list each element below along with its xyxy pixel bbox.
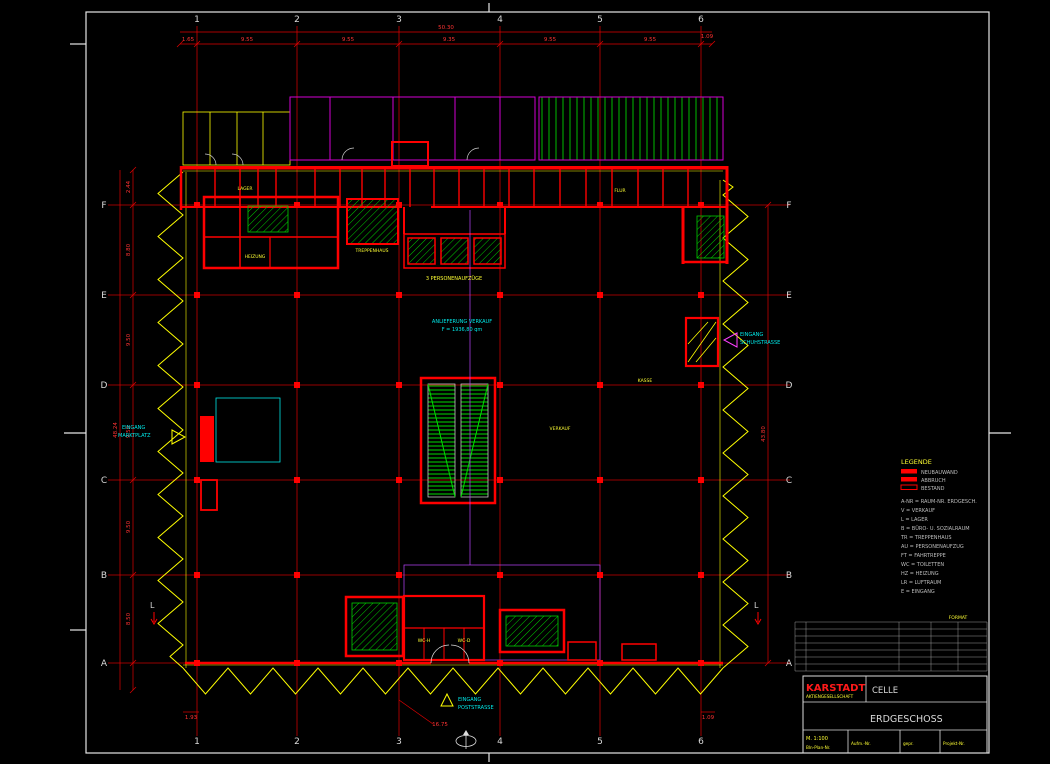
dimension-label: 1.65 xyxy=(182,37,195,43)
grid-row-label: C xyxy=(101,476,107,486)
title-field: Projekt-Nr. xyxy=(943,741,965,746)
legend-swatch xyxy=(901,469,917,474)
title-field: Aufm.-Nr. xyxy=(851,741,871,746)
elevator-label: 3 PERSONENAUFZÜGE xyxy=(426,275,482,282)
grid-row-label: D xyxy=(786,381,793,391)
grid-row-label: F xyxy=(786,201,791,211)
legend-line: V = VERKAUF xyxy=(901,508,935,514)
grid-column-label: 4 xyxy=(497,737,503,747)
dimension-total-top: 50.30 xyxy=(438,25,454,31)
legend-line: AU = PERSONENAUFZUG xyxy=(901,544,964,550)
room-label: WC-H xyxy=(418,638,431,644)
legend-swatch-label: ABBRUCH xyxy=(921,478,946,484)
entrance-wall-block xyxy=(200,416,214,462)
legend-swatch-label: NEUBAUWAND xyxy=(921,470,958,476)
grid-row-label: A xyxy=(786,659,793,669)
dimension-label: 1.09 xyxy=(701,34,714,40)
grid-row-label: D xyxy=(101,381,108,391)
grid-column-label: 2 xyxy=(294,15,300,25)
elevator-shaft xyxy=(441,238,468,264)
stair-hatch xyxy=(248,206,288,232)
legend-line: A-NR = RAUM-NR. ERDGESCH. xyxy=(901,499,977,505)
grid-row-label: C xyxy=(786,476,792,486)
legend-title: LEGENDE xyxy=(901,458,932,466)
legend-line: E = EINGANG xyxy=(901,589,935,595)
grid-column-label: 4 xyxy=(497,15,503,25)
revision-table-header: FORMAT xyxy=(949,615,968,621)
delivery-label: ANLIEFERUNG VERKAUF xyxy=(432,319,492,325)
grid-column-label: 3 xyxy=(396,737,402,747)
stair-hatch xyxy=(506,616,558,646)
legend-swatch xyxy=(901,477,917,482)
dimension-label: 16.75 xyxy=(432,722,448,728)
dimension-label: 8.80 xyxy=(126,243,132,256)
company-subtitle: AKTIENGESELLSCHAFT xyxy=(806,694,854,699)
legend-line: HZ = HEIZUNG xyxy=(901,571,939,577)
elevator-shaft xyxy=(408,238,435,264)
grid-row-label: B xyxy=(786,571,792,581)
dimension-label: 2.44 xyxy=(126,180,132,193)
dimension-label: 9.55 xyxy=(644,37,657,43)
dimension-label: 9.50 xyxy=(126,520,132,533)
title-field: gepr. xyxy=(903,741,914,746)
dimension-label: 1.93 xyxy=(185,715,198,721)
room-label: KASSE xyxy=(638,378,653,384)
grid-column-label: 3 xyxy=(396,15,402,25)
stair-hatch xyxy=(697,216,724,258)
grid-column-label: 2 xyxy=(294,737,300,747)
dimension-label: 1.09 xyxy=(702,715,715,721)
room-label: TREPPENHAUS xyxy=(355,248,389,254)
room-label: WC-D xyxy=(458,638,471,644)
grid-column-label: 1 xyxy=(194,15,200,25)
legend-line: LR = LUFTRAUM xyxy=(901,580,941,586)
grid-column-label: 6 xyxy=(698,15,704,25)
grid-row-label: B xyxy=(101,571,107,581)
elevator-shaft xyxy=(474,238,501,264)
legend-line: FT = FAHRTREPPE xyxy=(901,553,946,559)
drawing-scale: M. 1:100 xyxy=(806,736,828,742)
grid-column-label: 5 xyxy=(597,737,603,747)
section-marker-label: L xyxy=(150,601,155,610)
room-label: FLUR xyxy=(614,188,625,194)
room-label: LAGER xyxy=(237,186,252,192)
entrance-left-label: EINGANG xyxy=(122,425,145,431)
drawing-title: ERDGESCHOSS xyxy=(870,714,943,725)
area-label: F = 1936,80 qm xyxy=(442,327,483,333)
dimension-total-right: 43.80 xyxy=(761,426,767,442)
dimension-label: 9.55 xyxy=(544,37,557,43)
dimension-label: 9.55 xyxy=(342,37,355,43)
section-marker-label: L xyxy=(754,601,759,610)
stair-hatch xyxy=(347,199,398,244)
legend-line: B = BÜRO- U. SOZIALRAUM xyxy=(901,525,970,532)
room-label: VERKAUF xyxy=(550,426,571,432)
grid-row-label: E xyxy=(786,291,792,301)
dimension-label: 9.55 xyxy=(241,37,254,43)
entrance-right-label: EINGANG xyxy=(740,332,763,338)
entrance-bottom-label: POSTSTRASSE xyxy=(458,705,494,711)
stair-hatch xyxy=(352,603,397,650)
legend-line: L = LAGER xyxy=(901,517,928,523)
grid-column-label: 1 xyxy=(194,737,200,747)
title-field: Bln-Plan-Nr. xyxy=(806,745,830,750)
entrance-right-label: SCHUHSTRASSE xyxy=(740,340,780,346)
project-city: CELLE xyxy=(872,686,898,696)
grid-column-label: 6 xyxy=(698,737,704,747)
grid-row-label: E xyxy=(101,291,107,301)
company-logo-text: KARSTADT xyxy=(806,683,865,694)
dimension-label: 8.50 xyxy=(126,612,132,625)
legend-line: WC = TOILETTEN xyxy=(901,562,944,568)
entrance-left-label: MARKTPLATZ xyxy=(118,433,151,439)
dimension-label: 9.50 xyxy=(126,333,132,346)
legend-swatch-label: BESTAND xyxy=(921,486,945,492)
dimension-label: 9.35 xyxy=(443,37,456,43)
legend-line: TR = TREPPENHAUS xyxy=(900,535,952,541)
grid-column-label: 5 xyxy=(597,15,603,25)
room-label: HEIZUNG xyxy=(245,254,266,260)
grid-row-label: F xyxy=(101,201,106,211)
entrance-bottom-label: EINGANG xyxy=(458,697,481,703)
grid-row-label: A xyxy=(101,659,108,669)
